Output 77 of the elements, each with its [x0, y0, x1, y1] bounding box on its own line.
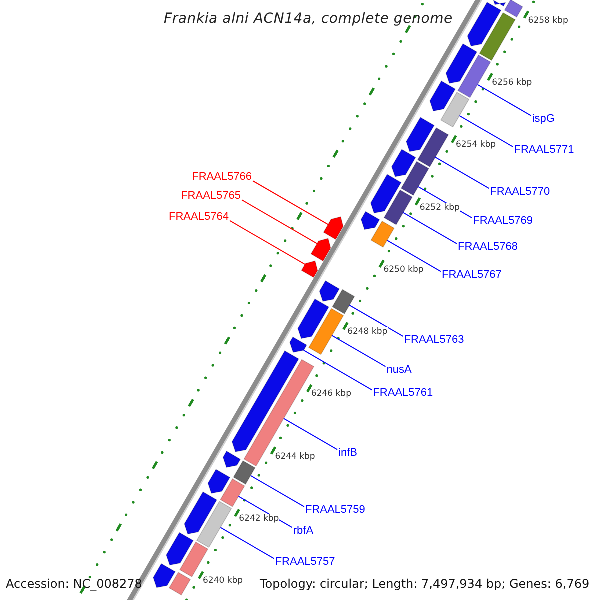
gene-label: FRAAL5769 [473, 215, 534, 228]
gene-block [417, 127, 450, 168]
gene-label: FRAAL5764 [169, 210, 229, 224]
tick-label: 6248 kbp [348, 327, 388, 338]
gene-label: ispG [532, 112, 555, 126]
tick-label: 6250 kbp [384, 264, 424, 275]
gene-label: infB [338, 446, 358, 460]
gene-block [430, 80, 456, 112]
tick-label: 6240 kbp [203, 576, 244, 586]
leader-line [242, 200, 318, 244]
gene-block [222, 450, 242, 468]
gene-block [153, 563, 176, 588]
gene-block [298, 298, 330, 340]
info-text: Topology: circular; Length: 7,497,934 bp; Genes: 6,769 [260, 576, 590, 593]
tick-label: 6242 kbp [239, 514, 280, 524]
gene-block [332, 289, 356, 315]
leader-line [229, 220, 306, 266]
gene-block [479, 12, 516, 62]
tick-label: 6258 kbp [528, 16, 568, 26]
leader-line [477, 84, 532, 116]
tick-label: 6244 kbp [275, 452, 316, 462]
leader-line [220, 527, 275, 560]
gene-block [166, 532, 194, 566]
gene-block [370, 220, 395, 248]
leader-line [459, 115, 514, 148]
leader-line [283, 418, 338, 450]
leader-line [402, 212, 458, 244]
gene-label: FRAAL5757 [275, 556, 336, 569]
gene-block [290, 336, 308, 353]
info-text: Accession: NC_008278 [6, 576, 142, 593]
gene-block [391, 149, 416, 178]
leader-line [386, 240, 442, 272]
gene-block [467, 2, 502, 47]
gene-block [458, 54, 492, 98]
tick-label: 6254 kbp [456, 140, 496, 150]
leader-line [332, 335, 386, 368]
gene-block [446, 43, 478, 84]
leader-line [252, 180, 329, 226]
gene-block [360, 211, 380, 230]
gene-label: FRAAL5767 [442, 268, 502, 282]
gene-block [220, 478, 246, 508]
gene-block [323, 216, 344, 240]
gene-block [168, 572, 192, 596]
leader-line [435, 156, 490, 190]
tick-label: 6246 kbp [311, 389, 352, 400]
gene-label: FRAAL5770 [490, 186, 550, 199]
gene-block [308, 308, 344, 356]
gene-label: FRAAL5771 [514, 144, 574, 158]
gene-block [440, 92, 470, 128]
gene-label: FRAAL5768 [458, 240, 518, 254]
gene-label: rbfA [293, 524, 314, 538]
leader-line [303, 350, 373, 391]
gene-block [370, 174, 402, 214]
gene-block [384, 190, 414, 226]
gene-block [310, 238, 332, 262]
gene-label: FRAAL5765 [181, 190, 241, 204]
gene-label: FRAAL5763 [404, 334, 464, 346]
gene-label: FRAAL5766 [192, 171, 252, 184]
tick-label: 6252 kbp [420, 202, 460, 213]
gene-block [406, 117, 435, 152]
title: Frankia alni ACN14a, complete genome [164, 10, 453, 29]
gene-block [196, 501, 232, 548]
gene-label: nusA [386, 364, 412, 377]
tick-label: 6256 kbp [492, 78, 532, 88]
gene-block [301, 260, 318, 278]
gene-block [179, 542, 209, 578]
gene-block [319, 280, 340, 302]
gene-block [208, 469, 231, 494]
gene-block [504, 0, 524, 18]
gene-block [233, 460, 256, 485]
gene-block [184, 492, 218, 535]
leader-line [349, 304, 404, 338]
gene-block [232, 350, 300, 452]
gene-label: FRAAL5761 [373, 387, 434, 400]
gene-block [400, 161, 430, 196]
leader-line [250, 475, 305, 508]
gene-label: FRAAL5759 [305, 504, 366, 517]
